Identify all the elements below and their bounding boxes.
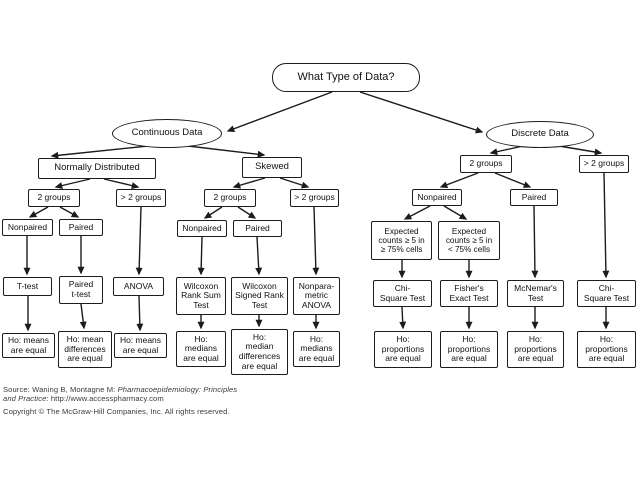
node-sk-paired: Paired: [233, 220, 282, 237]
node-chi-square-test-2: Chi- Square Test: [577, 280, 636, 307]
node-mcnemars-test: McNemar's Test: [507, 280, 564, 307]
node-ho-medians-equal-1: Ho: medians are equal: [176, 331, 226, 367]
slide-footer: Source: Waning B, Montagne M: Pharmacoep…: [3, 385, 238, 417]
footer-source-title-part2: and Practice: [3, 393, 47, 403]
node-normally-distributed: Normally Distributed: [38, 158, 156, 179]
node-expected-counts-lt-75pct: Expected counts ≥ 5 in < 75% cells: [438, 221, 500, 260]
node-fishers-exact-test: Fisher's Exact Test: [440, 280, 498, 307]
node-d-gt-2-groups: > 2 groups: [579, 155, 629, 173]
node-nd-nonpaired: Nonpaired: [2, 219, 53, 236]
node-continuous-data: Continuous Data: [112, 119, 222, 148]
node-t-test: T-test: [3, 277, 52, 296]
node-sk-gt-2-groups: > 2 groups: [290, 189, 339, 207]
node-skewed: Skewed: [242, 157, 302, 178]
node-wilcoxon-rank-sum-test: Wilcoxon Rank Sum Test: [176, 277, 226, 315]
node-sk-2-groups: 2 groups: [204, 189, 256, 207]
node-root-question: What Type of Data?: [272, 63, 420, 92]
node-discrete-data: Discrete Data: [486, 121, 594, 148]
node-d-nonpaired: Nonpaired: [412, 189, 462, 206]
footer-source-url: : http://www.accesspharmacy.com: [46, 393, 164, 403]
footer-source-line2: and Practice: http://www.accesspharmacy.…: [3, 393, 237, 404]
node-ho-medians-equal-2: Ho: medians are equal: [293, 331, 340, 367]
node-ho-proportions-equal-2: Ho: proportions are equal: [440, 331, 498, 368]
footer-source-line1: Source: Waning B, Montagne M: Pharmacoep…: [3, 385, 238, 395]
footer-source-title-part1: Pharmacoepidemiology: Principles: [117, 385, 238, 394]
node-wilcoxon-signed-rank-test: Wilcoxon Signed Rank Test: [231, 277, 288, 315]
node-expected-counts-ge-75pct: Expected counts ≥ 5 in ≥ 75% cells: [371, 221, 432, 260]
node-nd-2-groups: 2 groups: [28, 189, 80, 207]
node-d-paired: Paired: [510, 189, 558, 206]
footer-source-prefix: Source: Waning B, Montagne M:: [3, 385, 118, 394]
node-sk-nonpaired: Nonpaired: [177, 220, 227, 237]
node-chi-square-test-1: Chi- Square Test: [373, 280, 432, 307]
node-d-2-groups: 2 groups: [460, 155, 512, 173]
node-ho-mean-differences-equal: Ho: mean differences are equal: [58, 331, 112, 368]
node-ho-means-equal-1: Ho: means are equal: [2, 333, 55, 358]
node-nonparametric-anova: Nonpara- metric ANOVA: [293, 277, 340, 315]
node-ho-median-differences-equal: Ho: median differences are equal: [231, 329, 288, 375]
node-nd-paired: Paired: [59, 219, 103, 236]
node-ho-means-equal-2: Ho: means are equal: [114, 333, 167, 358]
node-ho-proportions-equal-3: Ho: proportions are equal: [507, 331, 564, 368]
footer-copyright: Copyright © The McGraw-Hill Companies, I…: [3, 406, 230, 416]
node-anova: ANOVA: [113, 277, 164, 296]
node-ho-proportions-equal-1: Ho: proportions are equal: [374, 331, 432, 368]
node-ho-proportions-equal-4: Ho: proportions are equal: [577, 331, 636, 368]
node-paired-t-test: Paired t-test: [59, 276, 103, 304]
node-nd-gt-2-groups: > 2 groups: [116, 189, 166, 207]
